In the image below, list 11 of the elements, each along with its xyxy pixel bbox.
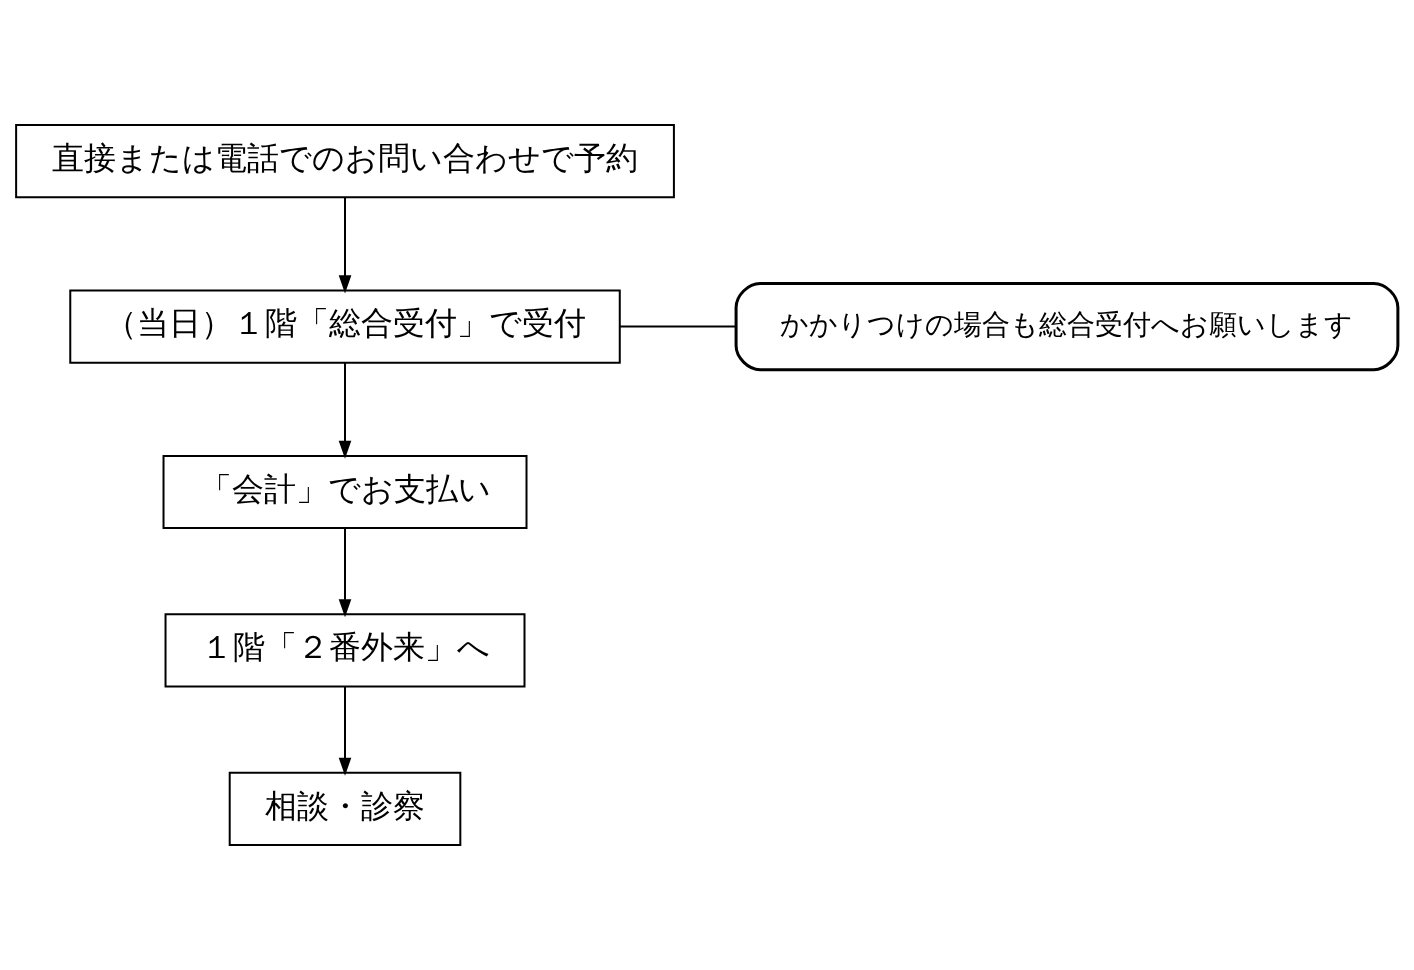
arrow: [338, 686, 352, 776]
arrow: [338, 362, 352, 459]
node-box: １階「２番外来」へ: [164, 613, 526, 688]
node-box: 「会計」でお支払い: [162, 454, 528, 530]
node-box: 直接または電話でのお問い合わせで予約: [15, 124, 675, 199]
arrow: [338, 528, 352, 618]
node-box: 相談・診察: [228, 771, 462, 846]
node-box: （当日）１階「総合受付」で受付: [69, 289, 621, 364]
connector: [620, 325, 736, 328]
arrow: [338, 197, 352, 294]
node-box: かかりつけの場合も総合受付へお願いします: [734, 281, 1400, 372]
